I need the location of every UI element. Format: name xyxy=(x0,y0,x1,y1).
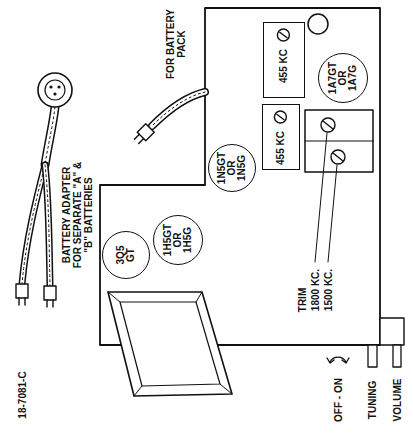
tube-socket: 1H5GT OR 1H5G xyxy=(153,215,203,265)
control-label: TUNING xyxy=(367,381,378,419)
leader-line xyxy=(328,165,337,262)
tube-label: 455 KC xyxy=(276,131,286,165)
control-label: OFF - ON xyxy=(333,378,344,422)
if-transformer-can: 455 KC xyxy=(263,22,305,98)
battery-pack-cable xyxy=(132,92,205,146)
trimmer-block xyxy=(305,110,373,172)
frequency-label: 1800 KC. xyxy=(310,269,321,311)
control-label: VOLUME xyxy=(392,379,403,422)
chassis-hole xyxy=(308,14,328,34)
screw-head xyxy=(277,29,289,41)
tuning-shaft xyxy=(368,345,377,367)
volume-housing xyxy=(380,318,404,345)
tube-label: 1A7GT OR 1A7G xyxy=(328,61,358,95)
if-transformer-can: 455 KC xyxy=(262,104,300,170)
trim-label: TRIM xyxy=(297,288,308,312)
leader-line xyxy=(315,133,327,262)
tube-label: 3Q5 GT xyxy=(116,239,136,271)
frequency-label: 1500 KC. xyxy=(323,269,334,311)
tube-label: 455 KC xyxy=(279,49,289,83)
screw-symbol xyxy=(263,105,298,129)
adapter-label: BATTERY ADAPTER FOR SEPARATE "A" & "B" B… xyxy=(61,159,94,271)
volume-shaft xyxy=(393,345,401,367)
tube-label: 1H5GT OR 1H5G xyxy=(163,223,193,257)
tube-socket: 1A7GT OR 1A7G xyxy=(318,53,368,103)
screw-symbol xyxy=(264,23,303,47)
tube-socket: 3Q5 GT xyxy=(102,231,150,279)
screw-head xyxy=(274,111,286,123)
cable-label: FOR BATTERY PACK xyxy=(165,6,187,82)
switch-symbol xyxy=(327,357,349,363)
drawing-number: 18-7081-C xyxy=(17,371,28,418)
tube-label: 1N5GT OR 1N5G xyxy=(217,151,247,185)
screw-slot xyxy=(276,114,284,120)
screw-slot xyxy=(279,32,287,38)
speaker-symbol xyxy=(108,292,232,396)
